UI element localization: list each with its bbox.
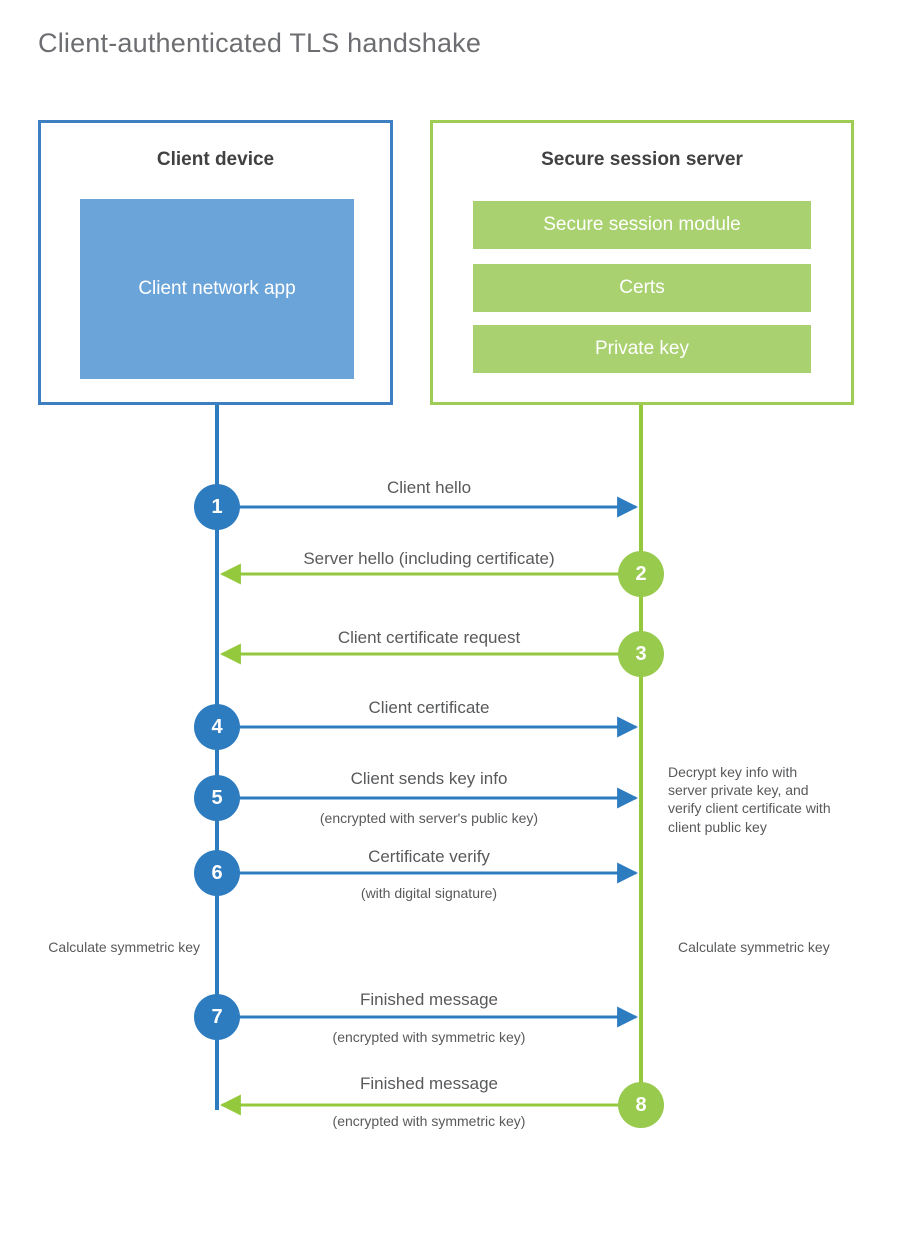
client-device-title: Client device	[156, 149, 275, 170]
step-node-1[interactable]: 1	[194, 484, 240, 530]
client-device-box: Client device Client network app	[38, 120, 393, 405]
message-label-4: Client certificate	[368, 698, 490, 717]
server-component-private-key: Private key	[473, 325, 811, 373]
server-component-secure-session-module: Secure session module	[473, 201, 811, 249]
secure-session-server-title: Secure session server	[541, 149, 743, 170]
step-node-7[interactable]: 7	[194, 994, 240, 1040]
annotation-server-decrypt: Decrypt key info with server private key…	[668, 764, 831, 835]
message-sublabel-6: (with digital signature)	[360, 885, 498, 901]
step-node-6[interactable]: 6	[194, 850, 240, 896]
step-node-3[interactable]: 3	[618, 631, 664, 677]
message-label-2: Server hello (including certificate)	[303, 549, 555, 568]
message-label-6: Certificate verify	[368, 847, 490, 866]
server-component-certs: Certs	[473, 264, 811, 312]
message-label-5: Client sends key info	[350, 769, 508, 788]
annotation-client-calculate-symmetric-key: Calculate symmetric key	[48, 939, 200, 955]
step-node-2[interactable]: 2	[618, 551, 664, 597]
secure-session-server-box: Secure session server Secure session mod…	[430, 120, 854, 405]
message-sublabel-5: (encrypted with server's public key)	[319, 810, 539, 826]
message-label-3: Client certificate request	[337, 628, 521, 647]
step-node-4[interactable]: 4	[194, 704, 240, 750]
annotation-server-calculate-symmetric-key: Calculate symmetric key	[678, 939, 830, 955]
message-sublabel-7: (encrypted with symmetric key)	[332, 1029, 526, 1045]
message-label-7: Finished message	[360, 990, 498, 1009]
client-network-app-block: Client network app	[80, 199, 354, 379]
message-label-1: Client hello	[386, 478, 472, 497]
page-title: Client-authenticated TLS handshake	[38, 28, 482, 58]
step-node-8[interactable]: 8	[618, 1082, 664, 1128]
step-node-5[interactable]: 5	[194, 775, 240, 821]
message-sublabel-8: (encrypted with symmetric key)	[332, 1113, 526, 1129]
message-label-8: Finished message	[360, 1074, 498, 1093]
